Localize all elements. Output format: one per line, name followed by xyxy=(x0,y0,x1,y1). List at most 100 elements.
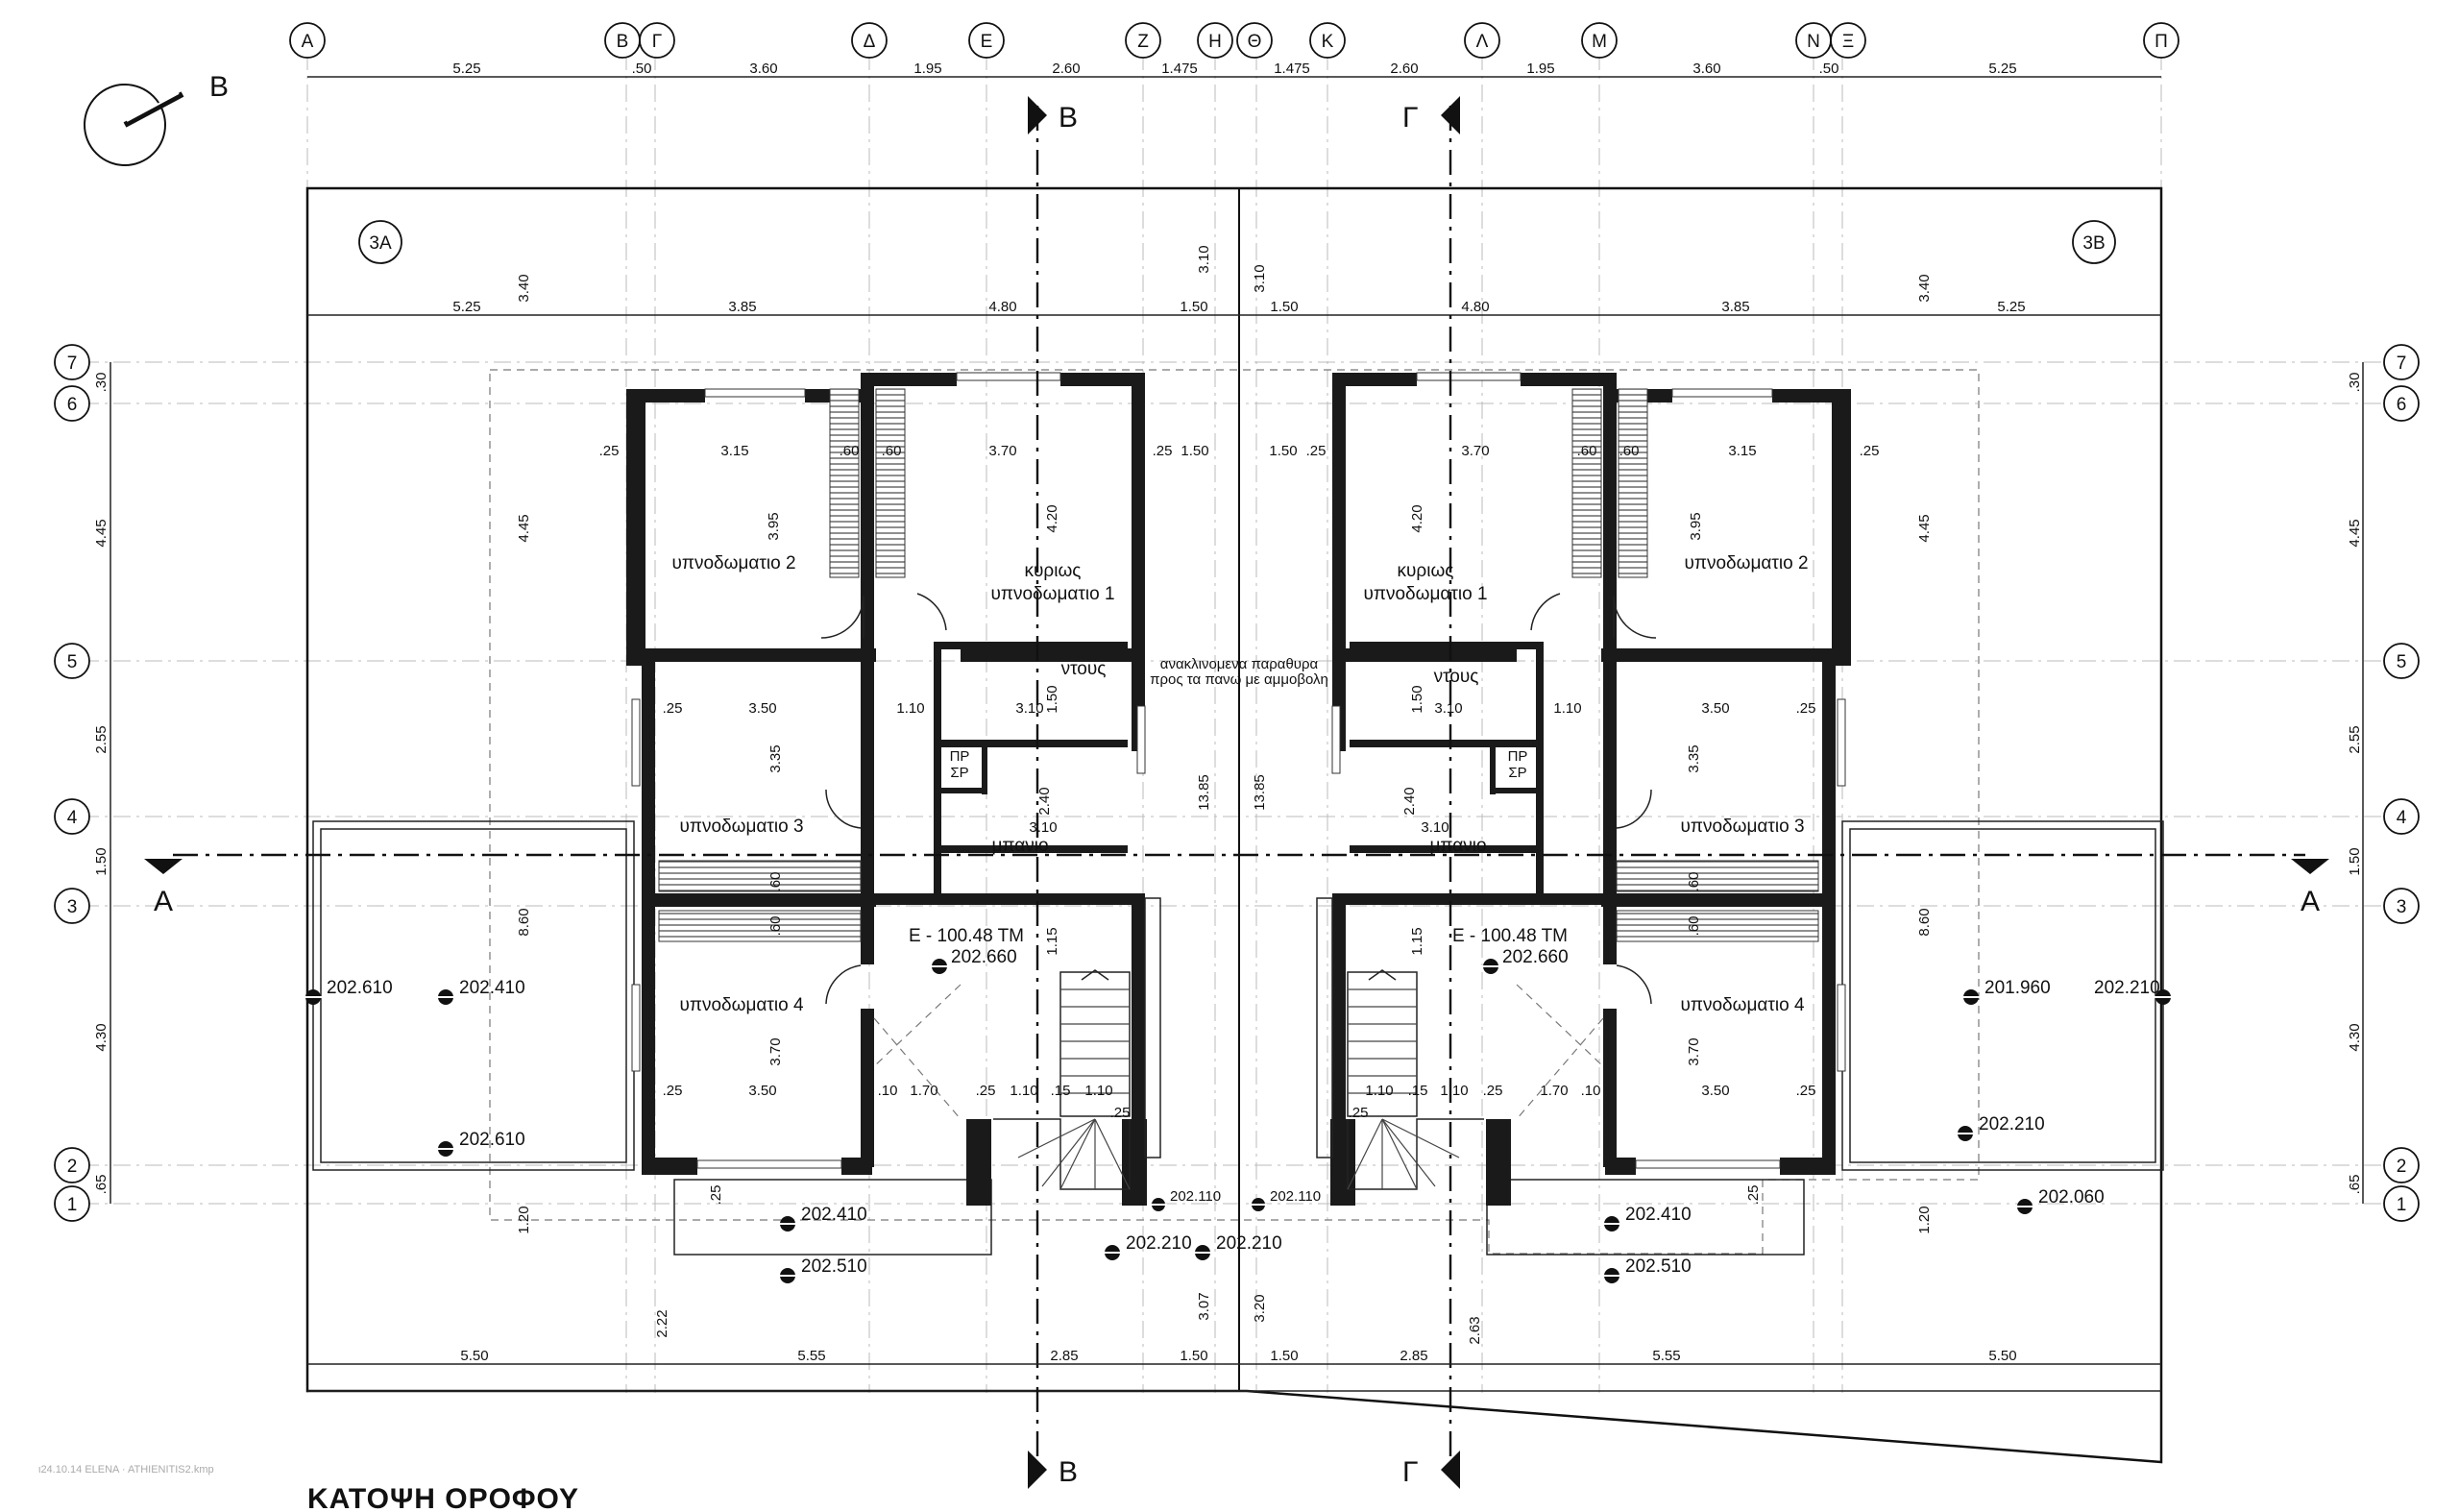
rdim-l-15: 3.35 xyxy=(767,744,784,772)
rdim-r-9: 4.20 xyxy=(1409,504,1425,532)
right-unit-walls xyxy=(1316,372,1851,1206)
level-marker-icon xyxy=(1602,1216,1621,1232)
axis-label-x: Ξ xyxy=(1842,32,1854,52)
axis-label-d: Δ xyxy=(864,32,876,52)
rdim-l-10: .25 xyxy=(663,700,683,717)
section-label-b-top: B xyxy=(1059,102,1078,134)
bottom-dim-r2: 2.85 xyxy=(1400,1348,1427,1364)
level-marker-icon xyxy=(1956,1126,1975,1141)
upper-dim-r1: 1.50 xyxy=(1270,299,1298,315)
rdim-r-5: 3.70 xyxy=(1461,443,1489,459)
axis-label-b: Β xyxy=(617,32,629,52)
axis-label-5-left: 5 xyxy=(67,652,78,672)
vdim-13-85-right: 13.85 xyxy=(1252,774,1268,811)
top-dim-4: 1.95 xyxy=(913,61,941,77)
rdim-l-23: 3.50 xyxy=(748,1083,776,1099)
room-bedroom-4-left: υπνοδωματιο 4 xyxy=(679,995,803,1015)
side-dim-5-right: 4.30 xyxy=(2347,1023,2363,1051)
top-dim-7: 1.475 xyxy=(1274,61,1310,77)
bottom-dim-r3: 5.55 xyxy=(1652,1348,1680,1364)
level-14: 201.960 xyxy=(1984,978,2051,998)
vdim-2-63: 2.63 xyxy=(1467,1316,1483,1344)
rdim-l-3: .60 xyxy=(840,443,860,459)
section-label-b-bottom: B xyxy=(1059,1456,1078,1488)
rdim-l-12: 1.10 xyxy=(896,700,924,717)
level-marker-icon xyxy=(1250,1198,1267,1211)
area-right: E - 100.48 TM xyxy=(1452,926,1568,946)
upper-dimension-chain: 5.25 3.85 4.80 1.50 1.50 4.80 3.85 5.25 xyxy=(307,299,2161,316)
plot-boundary xyxy=(305,186,2163,1464)
room-bath-right: μπανιο xyxy=(1429,836,1486,856)
vdim-8-60-right: 8.60 xyxy=(1916,908,1933,936)
level-marker-icon xyxy=(304,989,323,1005)
vdim-1-20-right: 1.20 xyxy=(1916,1206,1933,1233)
window-note-line2: προς τα πανω με αμμοβολη xyxy=(1150,671,1328,688)
side-dimension-chain: .30 4.45 2.55 1.50 4.30 .65 .30 4.45 2.5… xyxy=(93,245,2364,1345)
rdim-l-26: .25 xyxy=(976,1083,996,1099)
axis-label-e: Ε xyxy=(981,32,993,52)
level-4: 202.660 xyxy=(951,947,1017,967)
rdim-l-7: 1.50 xyxy=(1181,443,1208,459)
axis-label-3-left: 3 xyxy=(67,897,78,917)
top-dim-3: 3.60 xyxy=(749,61,777,77)
level-12: 202.410 xyxy=(1625,1205,1692,1225)
axis-label-l: Λ xyxy=(1476,32,1489,52)
top-dim-9: 1.95 xyxy=(1526,61,1554,77)
axis-label-m: Μ xyxy=(1592,32,1607,52)
room-bedroom-2-left: υπνοδωματιο 2 xyxy=(671,553,795,573)
side-dim-4-left: 1.50 xyxy=(93,847,110,875)
upper-dim-l4: 1.50 xyxy=(1180,299,1207,315)
rdim-l-14: 1.50 xyxy=(1044,685,1060,713)
rdim-r-6: .25 xyxy=(1306,443,1327,459)
axis-bubbles-side: 7 7 6 6 5 5 4 4 3 3 2 2 1 1 xyxy=(54,344,2420,1222)
axis-label-z: Ζ xyxy=(1137,32,1149,52)
room-bedroom-3-left: υπνοδωματιο 3 xyxy=(679,817,803,837)
vdim-13-85-left: 13.85 xyxy=(1196,774,1212,811)
side-dim-1-right: .30 xyxy=(2347,373,2363,393)
vdim-4-45-right: 4.45 xyxy=(1916,514,1933,542)
storage-left-line1: ΠΡ xyxy=(950,748,970,765)
drawing-title: ΚΑΤΟΨΗ ΟΡΟΦΟΥ xyxy=(307,1483,579,1512)
rdim-r-17: 3.10 xyxy=(1421,819,1449,836)
rdim-r-22: .25 xyxy=(1796,1083,1816,1099)
rdim-l-9: 4.20 xyxy=(1044,504,1060,532)
axis-label-2-right: 2 xyxy=(2397,1157,2407,1177)
axis-label-4-right: 4 xyxy=(2397,808,2407,828)
rdim-r-31: .25 xyxy=(1745,1185,1762,1206)
axis-label-k: Κ xyxy=(1322,32,1334,52)
rdim-l-24: .10 xyxy=(878,1083,898,1099)
room-dimensions-left: .25 3.15 .60 .60 3.70 .25 1.50 3.95 4.20… xyxy=(599,443,1209,1205)
unit-label-3b: 3B xyxy=(2082,233,2105,254)
vdim-8-60-left: 8.60 xyxy=(516,908,532,936)
level-9: 202.110 xyxy=(1170,1188,1221,1205)
axis-label-p: Π xyxy=(2155,32,2168,52)
window-note-line1: ανακλινομενα παραθυρα xyxy=(1160,656,1319,672)
axis-label-3-right: 3 xyxy=(2397,897,2407,917)
rdim-r-14: 1.50 xyxy=(1409,685,1425,713)
rdim-l-28: .15 xyxy=(1051,1083,1071,1099)
upper-dim-r4: 5.25 xyxy=(1997,299,2025,315)
upper-dim-r2: 4.80 xyxy=(1461,299,1489,315)
level-6: 202.510 xyxy=(801,1256,867,1277)
level-10: 202.110 xyxy=(1270,1188,1321,1205)
axis-label-a: Α xyxy=(302,32,314,52)
bottom-dim-l3: 2.85 xyxy=(1050,1348,1078,1364)
axis-label-5-right: 5 xyxy=(2397,652,2407,672)
rdim-l-29: 1.10 xyxy=(1084,1083,1112,1099)
room-bedroom-3-right: υπνοδωματιο 3 xyxy=(1680,817,1804,837)
side-dim-5-left: 4.30 xyxy=(93,1023,110,1051)
rdim-r-20: 1.15 xyxy=(1409,927,1425,955)
axis-label-n: Ν xyxy=(1807,32,1820,52)
vdim-3-40-right: 3.40 xyxy=(1916,274,1933,302)
level-marker-icon xyxy=(1193,1245,1212,1260)
north-arrow-icon: B xyxy=(84,71,229,166)
vdim-3-40-left: 3.40 xyxy=(516,274,532,302)
level-marker-icon xyxy=(1103,1245,1122,1260)
side-dim-3-right: 2.55 xyxy=(2347,725,2363,753)
level-marker-icon xyxy=(1602,1268,1621,1283)
rdim-r-12: 1.10 xyxy=(1553,700,1581,717)
top-dim-11: .50 xyxy=(1819,61,1839,77)
axis-label-6-left: 6 xyxy=(67,395,78,415)
bottom-dim-l1: 5.50 xyxy=(460,1348,488,1364)
